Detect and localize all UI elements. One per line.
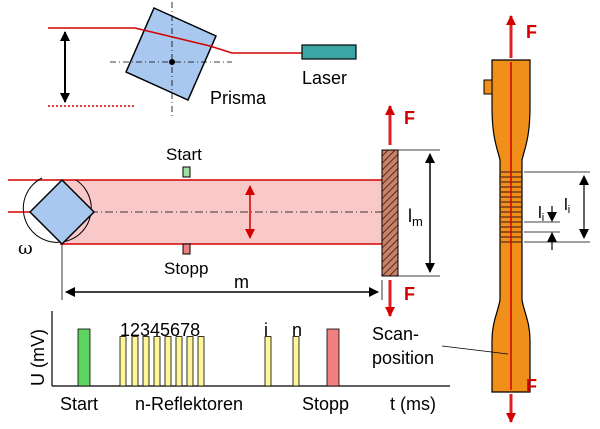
signal-pulses — [77, 328, 340, 387]
plot-x-label-start: Start — [60, 394, 98, 414]
lm-label: lm — [408, 206, 423, 229]
plot-x-label-stopp: Stopp — [302, 394, 349, 414]
pulse-reflector-2 — [131, 336, 139, 387]
pulse-reflector-i-9 — [264, 336, 272, 387]
pulse-reflector-7 — [186, 336, 194, 387]
li-long-label: li — [564, 195, 570, 216]
pulse-reflector-6 — [175, 336, 183, 387]
prism — [125, 7, 217, 101]
prism-pivot — [169, 59, 175, 65]
force-label-plate-bottom: F — [404, 284, 415, 304]
laser-device — [301, 44, 357, 60]
scan-label-line2: position — [372, 348, 434, 368]
top-prism-assembly: Laser Prisma — [48, 2, 357, 118]
reflector-n-label: n — [292, 320, 302, 340]
pulse-reflector-8 — [197, 336, 205, 387]
rotation-circle — [22, 177, 92, 243]
start-sensor-label: Start — [166, 145, 202, 164]
measurement-setup: ω Start Stopp F F lm m — [8, 105, 440, 317]
pulse-reflector-5 — [164, 336, 172, 387]
pulse-reflector-1 — [119, 336, 127, 387]
li-short-label: li — [538, 203, 544, 224]
omega-label: ω — [18, 238, 33, 259]
pulse-reflector-4 — [153, 336, 161, 387]
stopp-sensor — [182, 243, 191, 255]
laser-beam-top — [134, 27, 302, 54]
reflector-numbers-label: 12345678 — [120, 320, 200, 340]
stopp-sensor-label: Stopp — [164, 259, 208, 278]
plot-x-label: t (ms) — [390, 394, 436, 414]
force-label-specimen-top: F — [526, 22, 537, 42]
m-label: m — [234, 272, 249, 292]
force-label-specimen-bottom: F — [526, 376, 537, 396]
reflector-i-label: i — [264, 320, 268, 340]
pulse-start-0 — [77, 328, 91, 387]
signal-plot: U (mV) t (ms) Start n-Reflektoren Stopp … — [28, 311, 450, 414]
specimen-notch — [483, 79, 493, 95]
pulse-reflector-3 — [142, 336, 150, 387]
prisma-label: Prisma — [210, 88, 267, 108]
scan-callout-line — [441, 345, 509, 355]
scan-label-line1: Scan- — [372, 324, 419, 344]
pulse-stopp-11 — [326, 328, 340, 387]
start-sensor — [182, 166, 191, 178]
pulse-reflector-n-10 — [292, 336, 300, 387]
laser-label: Laser — [302, 68, 347, 88]
plot-x-label-reflectors: n-Reflektoren — [135, 394, 243, 414]
reflector-plate — [381, 149, 399, 277]
rotating-prism — [28, 178, 96, 246]
plot-y-label: U (mV) — [28, 329, 48, 386]
tensile-specimen: F F li li Scan- position — [372, 15, 590, 423]
force-label-plate-top: F — [404, 108, 415, 128]
